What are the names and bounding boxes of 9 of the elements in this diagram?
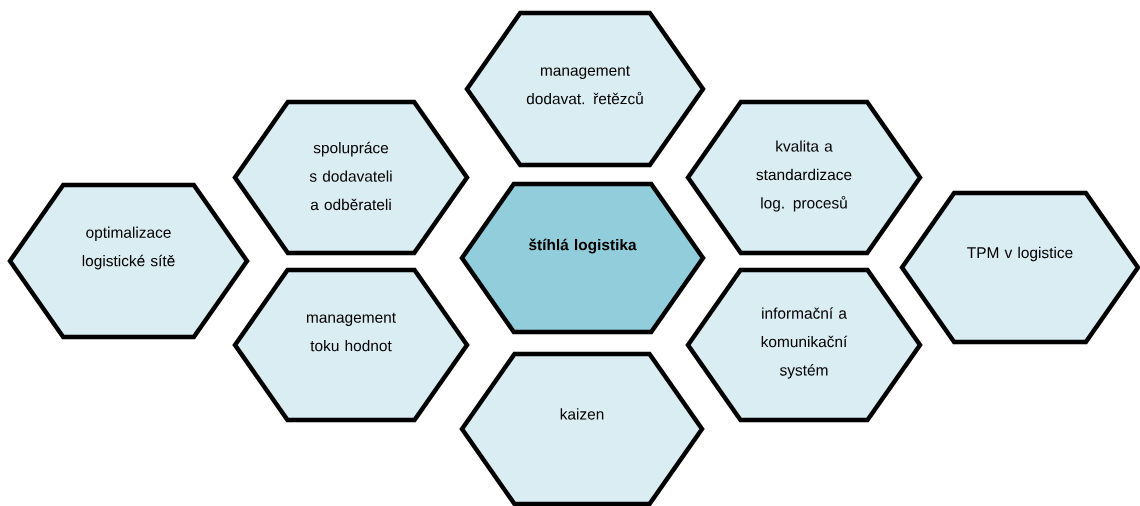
hexagon: informační a komunikační systém [685,267,923,423]
hexagon: kaizen [459,351,705,506]
hexagon: management dodavat. řetězců [464,10,706,168]
hexagon: štíhlá logistika [459,181,706,335]
hexagon: optimalizace logistické sítě [7,182,250,340]
hexagon: TPM v logistice [899,190,1140,345]
hexagon: management toku hodnot [232,267,470,423]
hexagon: spolupráce s dodavateli a odběrateli [232,99,470,256]
hexagon: kvalita a standardizace log. procesů [685,99,923,256]
